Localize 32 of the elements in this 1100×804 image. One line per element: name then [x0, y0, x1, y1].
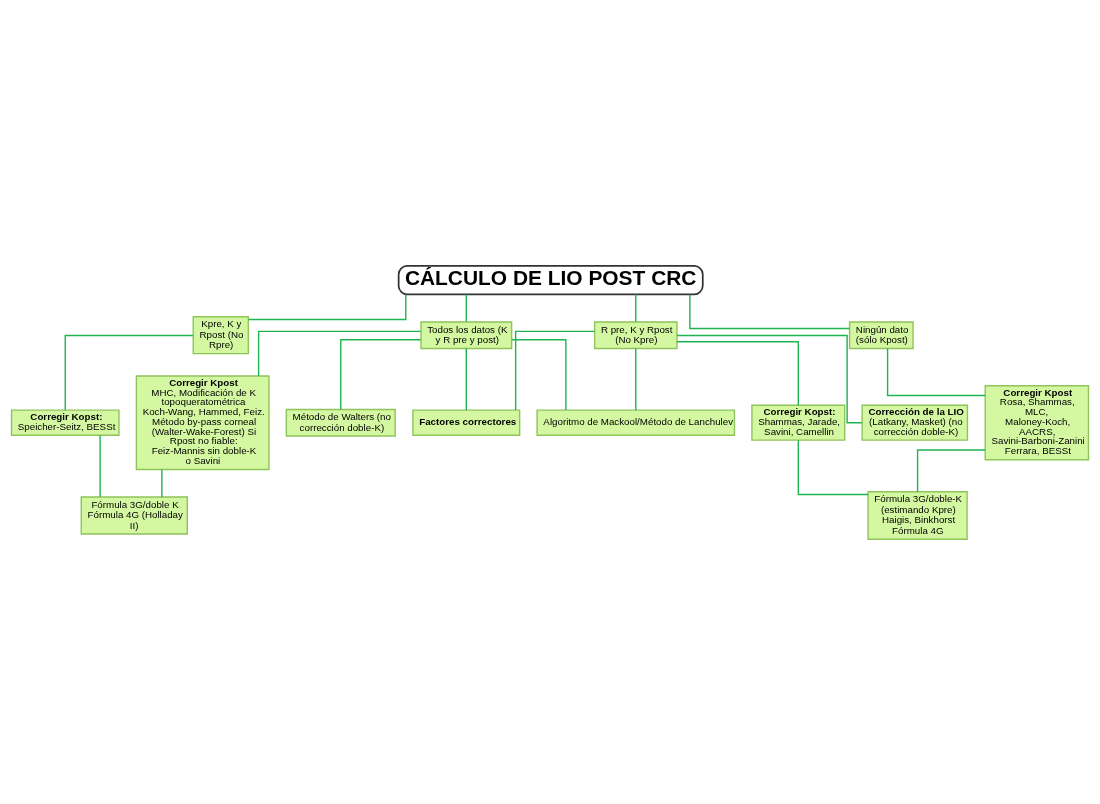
node-box: Algoritmo de Mackool/Método de Lanchulev [536, 408, 736, 436]
node-box: Corregir Kopst: Speicher-Seitz, BESSt [10, 408, 120, 436]
node-box: CÁLCULO DE LIO POST CRC [397, 264, 704, 295]
node-box: Kpre, K y Rpost (No Rpre) [192, 315, 250, 354]
node-box: Fórmula 3G/doble K Fórmula 4G (Holladay II) [80, 495, 188, 535]
connector [465, 293, 467, 322]
connector [64, 334, 194, 411]
node-box: Corrección de la LIO (Latkany, Masket) (no corrección doble-K) [861, 404, 969, 441]
connector [465, 347, 467, 411]
connector [689, 293, 851, 329]
connector [247, 293, 407, 320]
node-box: Factores correctores [412, 408, 521, 436]
node-box: Todos los datos (K y R pre y post) [420, 320, 513, 349]
connector [635, 347, 637, 411]
node-box: Fórmula 3G/doble-K (estimando Kpre) Haigis, Binkhorst Fórmula 4G [867, 490, 968, 540]
connector [916, 448, 986, 492]
connector [886, 347, 986, 396]
connector [99, 434, 101, 498]
connector [257, 330, 422, 377]
node-box: Corregir Kopst: Shammas, Jarade, Savini, Camellin [751, 404, 846, 441]
node-box: R pre, K y Rpost (No Kpre) [593, 320, 678, 349]
connector [340, 338, 422, 410]
node-box: Ningún dato (sólo Kpost) [848, 320, 914, 349]
connector [635, 293, 637, 322]
connector [511, 338, 567, 411]
node-box: Corregir Kpost Rosa, Shammas, MLC, Maloney-Koch, AACRS, Savini-Barboni-Zanini Ferrara, BESSt [984, 384, 1090, 460]
connector [161, 468, 163, 498]
connector [797, 439, 869, 495]
connector [676, 340, 799, 406]
node-box: Método de Walters (no corrección doble-K) [285, 408, 396, 437]
node-box: Corregir Kpost MHC, Modificación de K topoqueratométrica Koch-Wang, Hammed, Feiz. Método by-pass corneal (Walter-Wake-Forest) Si Rpost no fiable: Feiz-Mannis sin doble-K o Savini [135, 374, 270, 470]
connector [514, 330, 596, 411]
